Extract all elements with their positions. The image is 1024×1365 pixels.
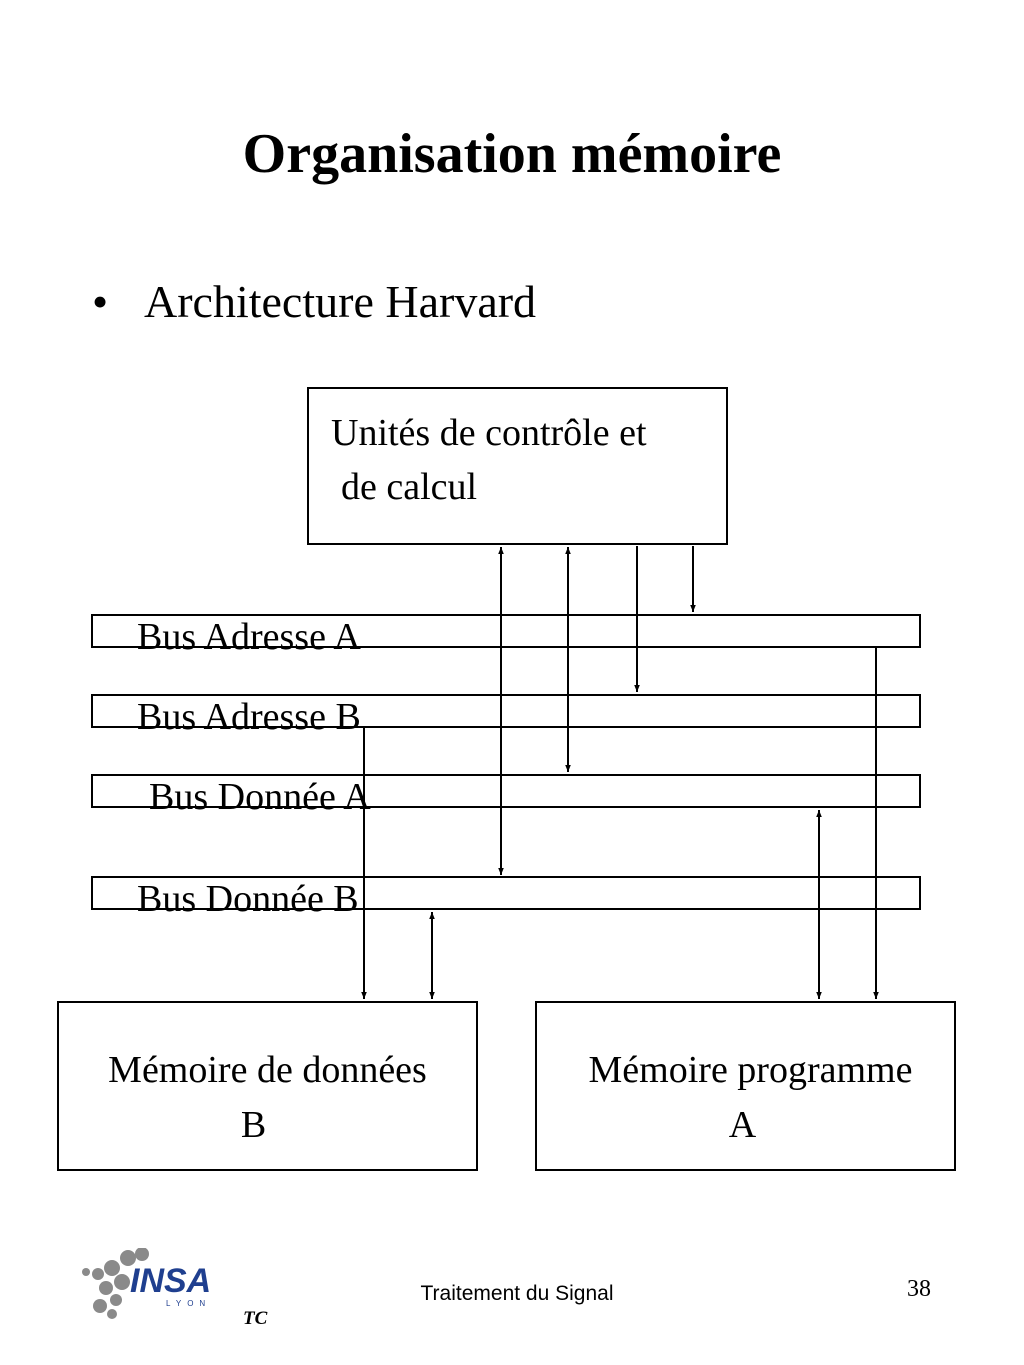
- department-label: TC: [243, 1308, 268, 1329]
- bullet-item: • Architecture Harvard: [92, 272, 536, 332]
- bullet-text: Architecture Harvard: [144, 276, 537, 327]
- memory-data-label-line1: Mémoire de données: [108, 1049, 427, 1091]
- footer-course-title: Traitement du Signal: [420, 1282, 614, 1305]
- slide-title: Organisation mémoire: [242, 123, 782, 185]
- bus-adresse-a: [91, 614, 921, 648]
- page-number: 38: [907, 1276, 931, 1302]
- memory-data-label-line2: B: [240, 1104, 267, 1146]
- memory-data-box: [57, 1001, 478, 1171]
- memory-program-label-line1: Mémoire programme: [588, 1049, 913, 1091]
- logo-subtext: LYON: [166, 1299, 211, 1308]
- logo-text: INSA: [130, 1262, 211, 1300]
- insa-logo: INSA LYON: [82, 1248, 211, 1319]
- bus-donnee-b: [91, 876, 921, 910]
- memory-program-box: [535, 1001, 956, 1171]
- bus-donnee-a: [91, 774, 921, 808]
- bus-adresse-b-label: Bus Adresse B: [137, 696, 361, 738]
- cpu-label-line2: de calcul: [341, 466, 478, 508]
- memory-program-label-line2: A: [728, 1104, 757, 1146]
- bus-donnee-a-label: Bus Donnée A: [149, 776, 371, 818]
- cpu-label-line1: Unités de contrôle et: [331, 412, 647, 454]
- bus-adresse-b: [91, 694, 921, 728]
- cpu-box: Unités de contrôle et de calcul: [307, 387, 728, 545]
- bullet-dot: •: [92, 276, 109, 327]
- bus-adresse-a-label: Bus Adresse A: [137, 616, 361, 658]
- bus-donnee-b-label: Bus Donnée B: [137, 878, 359, 920]
